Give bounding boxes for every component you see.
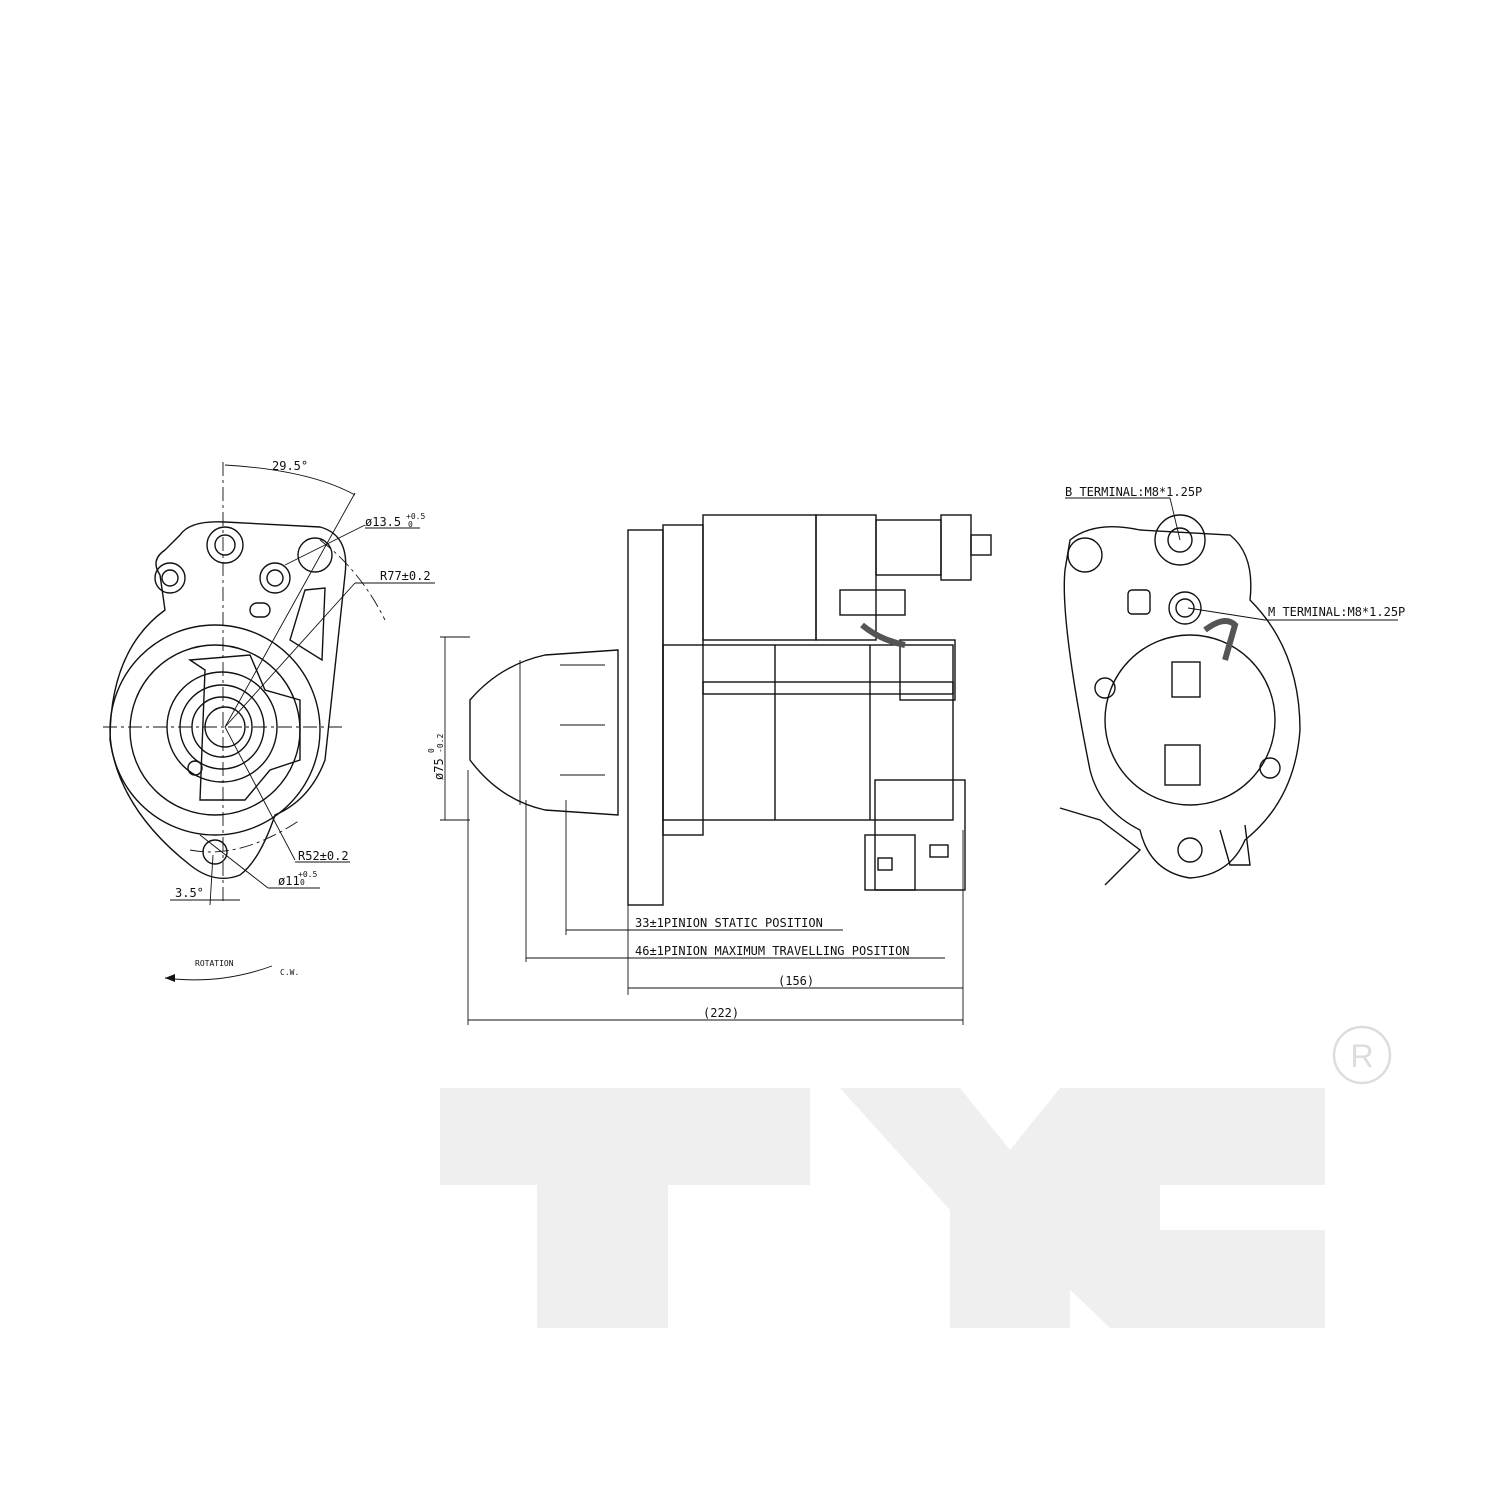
radius-77-label: R77±0.2 <box>380 569 431 583</box>
angle-3-5-label: 3.5° <box>175 886 204 900</box>
pilot-dia-label: ø75 <box>432 758 446 780</box>
tyc-logo: R <box>440 1025 1392 1328</box>
dim-156: (156) <box>778 974 814 988</box>
b-terminal-label: B TERMINAL:M8*1.25P <box>1065 485 1202 499</box>
dim-max-travel-position: 46±1PINION MAXIMUM TRAVELLING POSITION <box>635 944 910 958</box>
hole-dia-tol-lower: 0 <box>408 520 413 529</box>
rotation-arrow-icon <box>164 965 273 981</box>
dim-222: (222) <box>703 1006 739 1020</box>
m-terminal-label: M TERMINAL:M8*1.25P <box>1268 605 1405 619</box>
angle-29-5-label: 29.5° <box>272 459 308 473</box>
hole-dia-tol-upper: +0.5 <box>406 512 425 521</box>
small-hole-dia-label: ø11 <box>278 874 300 888</box>
pilot-tol-lower: -0.2 <box>436 734 445 753</box>
rear-end-view: B TERMINAL:M8*1.25P M TERMINAL:M8*1.25P <box>1059 485 1405 886</box>
radius-52-label: R52±0.2 <box>298 849 349 863</box>
small-hole-tol-lower: 0 <box>300 878 305 887</box>
pilot-tol-upper: 0 <box>427 748 436 753</box>
side-view: ø75 0 -0.2 33±1PINION STATIC POSITION 46… <box>427 514 992 1025</box>
small-hole-tol-upper: +0.5 <box>298 870 317 879</box>
hole-dia-label: ø13.5 <box>365 515 401 529</box>
rotation-direction: C.W. <box>280 968 299 977</box>
rotation-label: ROTATION <box>195 959 234 968</box>
front-end-view: 29.5° ø13.5 +0.5 0 R77±0.2 R52±0.2 3.5° … <box>103 459 435 982</box>
dim-static-position: 33±1PINION STATIC POSITION <box>635 916 823 930</box>
registered-mark: R <box>1350 1038 1373 1074</box>
